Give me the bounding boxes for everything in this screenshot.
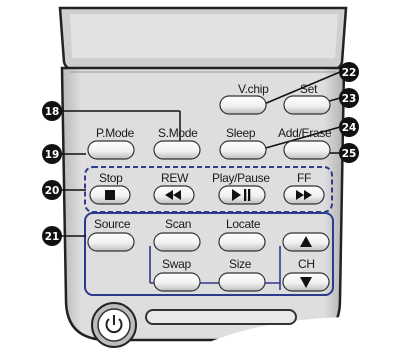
callout-24: 24	[339, 117, 359, 137]
channel-up-button[interactable]	[282, 232, 330, 252]
pmode-button[interactable]	[87, 140, 135, 160]
callout-20: 20	[42, 180, 62, 200]
source-button[interactable]	[87, 232, 135, 252]
svg-text:18: 18	[45, 106, 60, 118]
smode-label: S.Mode	[158, 126, 198, 140]
svg-text:19: 19	[45, 149, 60, 161]
set-button[interactable]	[283, 95, 331, 115]
scan-label: Scan	[165, 217, 191, 231]
size-button[interactable]	[218, 272, 266, 292]
bottom-slot	[145, 309, 297, 325]
adderase-button[interactable]	[283, 140, 331, 160]
remote-lid-face	[70, 14, 338, 58]
svg-text:20: 20	[45, 185, 60, 197]
callout-22: 22	[339, 62, 359, 82]
swap-label: Swap	[162, 257, 191, 271]
source-label: Source	[94, 217, 131, 231]
callout-19: 19	[42, 144, 62, 164]
callout-25: 25	[339, 143, 359, 163]
sleep-button[interactable]	[219, 140, 267, 160]
playpause-label: Play/Pause	[212, 171, 270, 185]
vchip-button[interactable]	[219, 95, 267, 115]
svg-text:24: 24	[342, 122, 357, 134]
adderase-label: Add/Erase	[278, 126, 332, 140]
stop-icon	[105, 190, 115, 200]
power-icon	[105, 315, 123, 334]
stop-label: Stop	[99, 171, 123, 185]
ch-label: CH	[298, 257, 315, 271]
set-label: Set	[300, 82, 318, 96]
ff-label: FF	[297, 171, 311, 185]
callout-18: 18	[42, 101, 62, 121]
stop-button[interactable]	[89, 185, 131, 205]
ff-button[interactable]	[283, 185, 325, 205]
rewind-icon	[165, 190, 181, 200]
callout-23: 23	[339, 88, 359, 108]
input-group-box	[84, 212, 334, 296]
triangle-down-icon	[300, 277, 312, 288]
smode-button[interactable]	[153, 140, 201, 160]
locate-button[interactable]	[218, 232, 266, 252]
power-button[interactable]	[91, 302, 137, 348]
svg-text:21: 21	[45, 231, 60, 243]
locate-label: Locate	[226, 217, 261, 231]
playpause-button[interactable]	[218, 185, 266, 205]
channel-down-button[interactable]	[282, 272, 330, 292]
size-label: Size	[229, 257, 252, 271]
play-pause-icon	[232, 189, 251, 201]
svg-text:22: 22	[342, 67, 357, 79]
callout-21: 21	[42, 226, 62, 246]
swap-button[interactable]	[153, 272, 201, 292]
sleep-label: Sleep	[226, 126, 256, 140]
svg-text:25: 25	[342, 148, 357, 160]
svg-text:23: 23	[342, 93, 357, 105]
pmode-label: P.Mode	[96, 126, 135, 140]
rew-button[interactable]	[153, 185, 195, 205]
scan-button[interactable]	[153, 232, 201, 252]
triangle-up-icon	[300, 236, 312, 247]
rew-label: REW	[161, 171, 189, 185]
fast-forward-icon	[296, 190, 312, 200]
bottom-cutout	[190, 316, 406, 351]
vchip-label: V.chip	[238, 82, 269, 96]
